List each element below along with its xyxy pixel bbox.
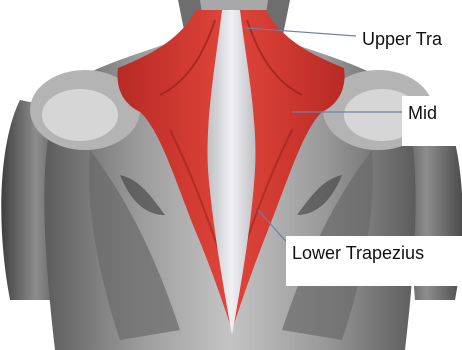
- mid-trapezius-label: Mid: [402, 96, 462, 146]
- lower-trapezius-label: Lower Trapezius: [286, 236, 462, 286]
- upper-trapezius-label: Upper Tra: [356, 24, 462, 54]
